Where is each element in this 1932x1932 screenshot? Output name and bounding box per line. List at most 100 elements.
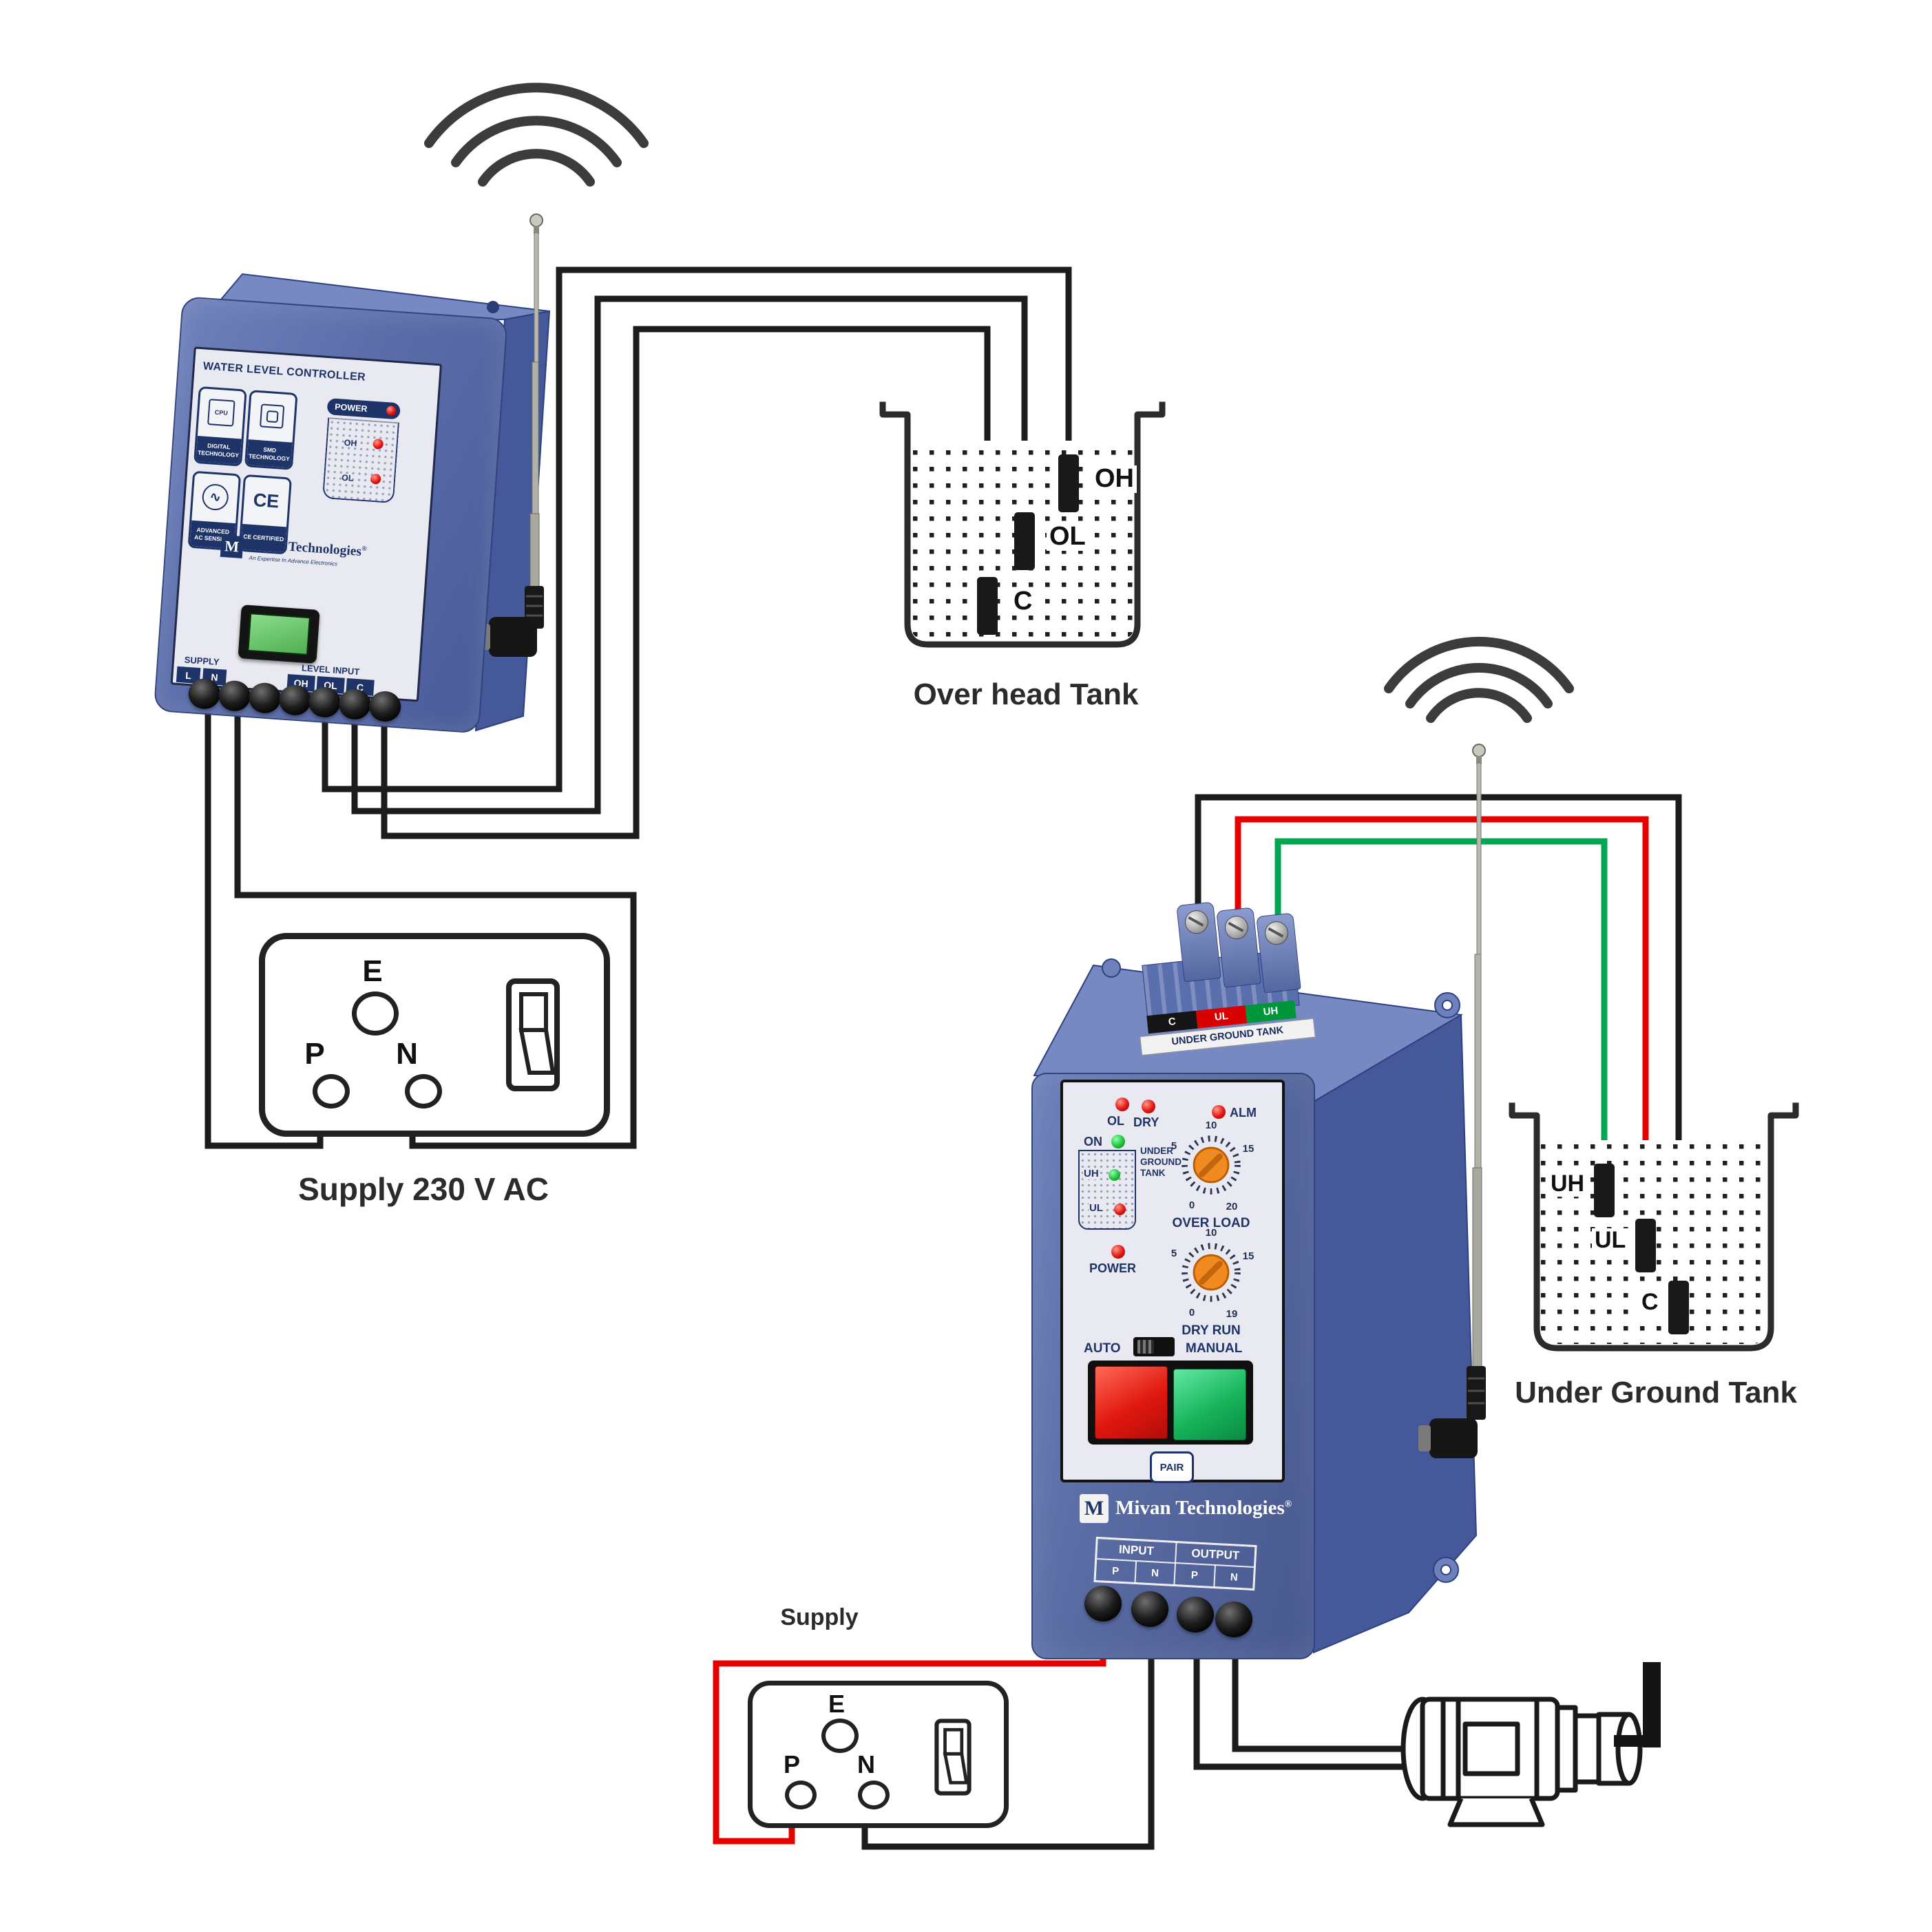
output-p-terminal[interactable] [1177, 1597, 1214, 1632]
dryrun-scale-19: 19 [1226, 1308, 1238, 1320]
phase-pin-label: P [783, 1750, 800, 1778]
supply-terminals-label: SUPPLY [184, 654, 220, 668]
sensor-uh [1594, 1164, 1615, 1217]
overload-scale-15: 15 [1242, 1143, 1254, 1155]
rx-brand: M Mivan Technologies® [1080, 1493, 1292, 1527]
output-p-label: P [1174, 1563, 1215, 1587]
phase-pin-label: P [304, 1037, 325, 1071]
neutral-pin [405, 1074, 442, 1109]
stop-button[interactable] [1095, 1366, 1168, 1439]
lug-C[interactable] [1176, 901, 1221, 983]
screw-hole-icon [487, 301, 499, 313]
ol-led-label: OL [1107, 1114, 1124, 1128]
dryrun-knob[interactable] [1178, 1239, 1244, 1305]
sensor-c [977, 577, 998, 635]
dry-led-label: DRY [1133, 1115, 1159, 1129]
wire-OL [351, 295, 1028, 815]
sensor-ol [1014, 512, 1035, 570]
overhead-tank-drawing [879, 401, 1166, 648]
auto-label: AUTO [1084, 1341, 1121, 1356]
phase-pin [785, 1781, 817, 1809]
overload-label: OVER LOAD [1172, 1216, 1250, 1230]
ol-sensor-label: OL [1047, 523, 1089, 551]
wire-C [381, 326, 991, 839]
wire-OH [322, 266, 1072, 792]
input-p-terminal[interactable] [1084, 1586, 1122, 1621]
wifi-signal-icon-tx [424, 83, 649, 187]
smd-chip-icon [259, 403, 285, 429]
lug-UL[interactable] [1216, 907, 1261, 988]
neutral-pin-label: N [396, 1037, 418, 1071]
overload-knob-group: 10 5 15 0 20 OVER LOAD [1159, 1120, 1263, 1231]
wire-C-black [1195, 794, 1682, 1283]
dryrun-scale-5: 5 [1170, 1248, 1177, 1259]
sensor-ul [1635, 1219, 1656, 1272]
phase-pin [313, 1074, 350, 1109]
ul-sensor-label: UL [1592, 1228, 1629, 1253]
manual-label: MANUAL [1186, 1341, 1243, 1356]
overload-scale-10: 10 [1205, 1120, 1217, 1131]
dryrun-knob-group: 10 5 15 0 19 DRY RUN [1159, 1227, 1263, 1338]
ol-led-label: OL [341, 472, 354, 483]
supply-socket-230v: E P N [259, 933, 610, 1137]
wire-output-p [1193, 1615, 1427, 1770]
sensor-oh [1058, 454, 1079, 512]
screw-icon [1184, 909, 1210, 935]
rocker-switch-icon[interactable] [933, 1719, 973, 1796]
lcd-display [238, 605, 320, 664]
overhead-tank-label: Over head Tank [913, 678, 1139, 711]
ul-led [1114, 1204, 1126, 1215]
tx-wires [204, 266, 1072, 1149]
sensor-c2 [1668, 1281, 1689, 1334]
pair-button[interactable]: PAIR [1150, 1451, 1194, 1483]
oh-sensor-label: OH [1092, 465, 1137, 493]
earth-pin [352, 991, 399, 1036]
ce-mark-icon: CE [252, 489, 280, 512]
input-n-label: N [1134, 1560, 1176, 1585]
overload-knob[interactable] [1178, 1132, 1244, 1198]
mivan-logo-icon: M [1080, 1494, 1109, 1523]
wire-output-n [1232, 1619, 1413, 1752]
dryrun-scale-0: 0 [1188, 1307, 1195, 1319]
alm-led [1212, 1105, 1226, 1119]
c2-sensor-label: C [1639, 1290, 1661, 1315]
switch-knob[interactable] [1137, 1340, 1154, 1354]
supply-socket-bottom: E P N [748, 1681, 1009, 1828]
registered-mark: ® [1284, 1499, 1292, 1510]
wire-UH-green [1274, 838, 1608, 1166]
earth-pin [821, 1719, 859, 1753]
rocker-switch-icon[interactable] [505, 978, 560, 1092]
oh-led [372, 438, 384, 450]
lug-UH[interactable] [1256, 912, 1301, 994]
input-n-terminal[interactable] [1131, 1591, 1168, 1627]
auto-manual-switch[interactable] [1133, 1337, 1175, 1356]
ac-sine-icon: ∿ [201, 483, 230, 512]
underground-tank-drawing [1509, 1102, 1799, 1352]
overload-scale-0: 0 [1188, 1199, 1195, 1211]
alm-led-label: ALM [1230, 1106, 1257, 1120]
power-led [386, 406, 397, 417]
uh-sensor-label: UH [1548, 1171, 1588, 1197]
overload-scale-5: 5 [1170, 1140, 1177, 1152]
earth-pin-label: E [362, 954, 383, 988]
oh-led-label: OH [344, 437, 357, 449]
rx-sensor-wires [1195, 794, 1682, 1283]
io-terminal-table: INPUT OUTPUT P N P N [1093, 1536, 1257, 1591]
dryrun-scale-10: 10 [1205, 1227, 1217, 1239]
neutral-pin-label: N [857, 1750, 875, 1778]
start-button[interactable] [1173, 1369, 1246, 1440]
overload-scale-20: 20 [1226, 1201, 1238, 1212]
brand-name: Mivan Technologies® [1115, 1497, 1292, 1519]
earth-pin-label: E [828, 1690, 845, 1718]
output-n-terminal[interactable] [1215, 1602, 1252, 1637]
dryrun-scale-15: 15 [1242, 1250, 1254, 1262]
ul-led-label: UL [1089, 1202, 1104, 1214]
wire-UL-red [1235, 816, 1649, 1221]
uh-led [1109, 1169, 1120, 1181]
